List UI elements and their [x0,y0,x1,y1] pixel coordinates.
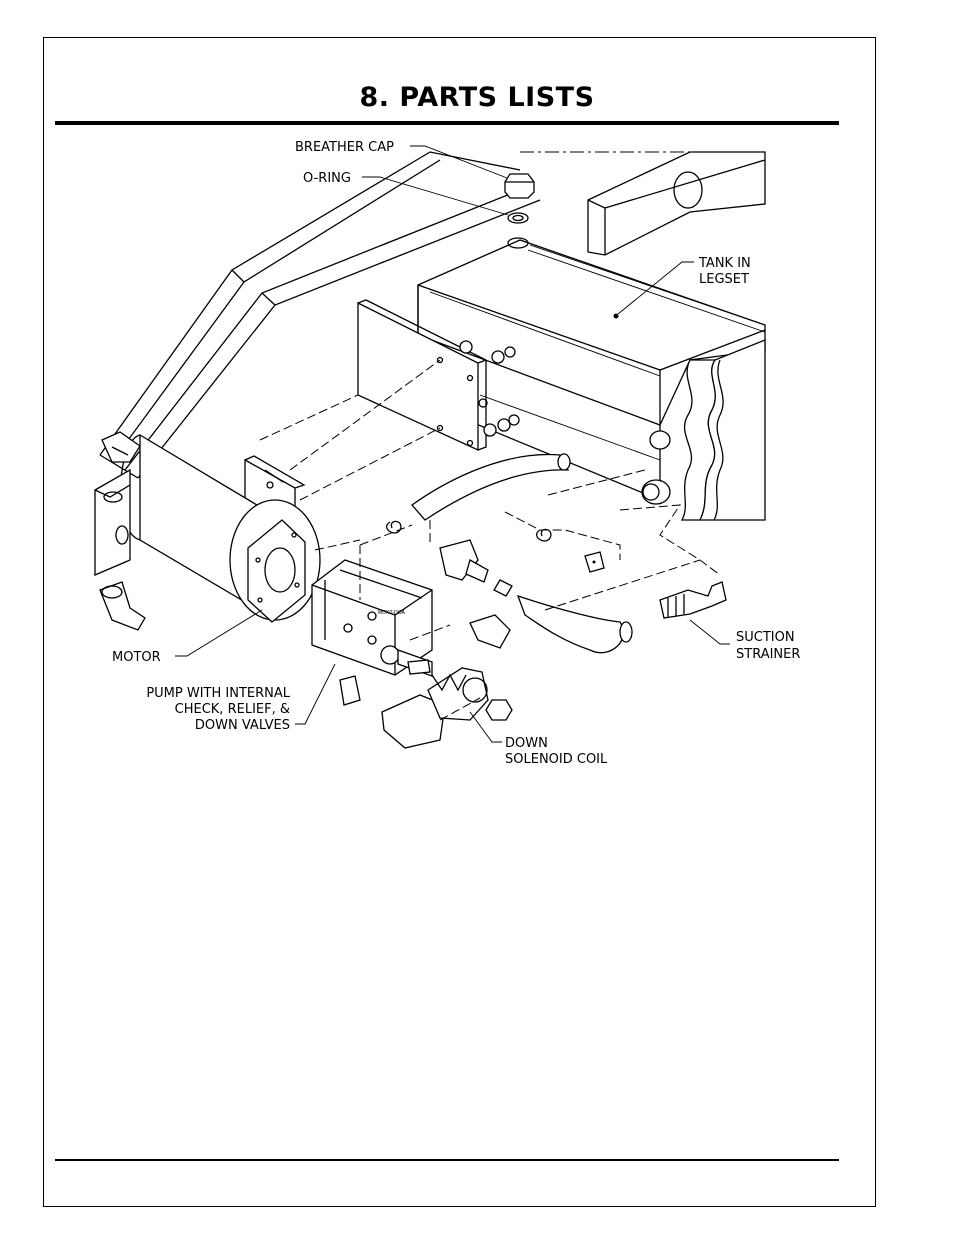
label-pump-line1: PUMP WITH INTERNAL [146,686,290,701]
label-breather-cap: BREATHER CAP [295,140,394,155]
assembly-lines [314,469,721,721]
footer-rule [55,1159,839,1161]
label-down-line1: DOWN [505,736,548,751]
label-down-line2: SOLENOID COIL [505,752,608,767]
label-pump-line3: DOWN VALVES [195,718,290,733]
hoses [411,453,633,654]
cross-bar [520,151,766,256]
leg-frame [99,151,541,479]
hose-clamps [386,520,605,573]
motor-part [94,431,321,631]
label-suction-line2: STRAINER [736,647,800,662]
svg-text:MONT-DOA: MONT-DOA [378,610,406,616]
leader-lines [175,145,730,743]
label-tank-line1: TANK IN [698,256,751,271]
suction-strainer-part [659,581,727,619]
label-motor: MOTOR [112,650,161,665]
label-tank-line2: LEGSET [699,272,749,287]
label-o-ring: O-RING [303,171,351,186]
header-rule [55,121,839,125]
solenoid-coil-part [381,659,513,749]
page-frame [43,37,876,1207]
page-title: 8. PARTS LISTS [359,82,595,113]
label-pump-line2: CHECK, RELIEF, & [175,702,290,717]
breather-cap-part [504,173,535,224]
label-suction-line1: SUCTION [736,630,795,645]
